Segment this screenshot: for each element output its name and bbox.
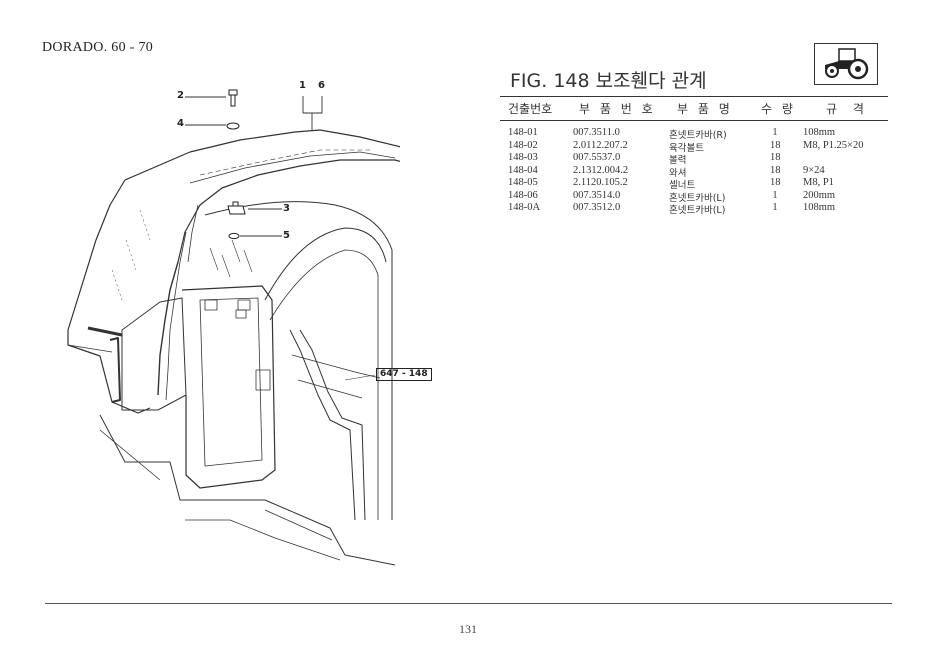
ref-cell: 148-05 [508, 177, 538, 188]
spec-cell: 108mm [803, 127, 836, 138]
figure-code-label: 647 - 148 [376, 368, 432, 381]
part-number-cell: 2.1120.105.2 [573, 177, 628, 188]
tractor-icon-graphic [825, 48, 869, 80]
table-header-rule [500, 120, 888, 121]
ref-cell: 148-02 [508, 139, 538, 151]
table-row: 148-06 007.3514.0 혼넷트카바(L) 1 200mm [500, 189, 888, 204]
column-header: 부 품 명 [677, 102, 733, 116]
tractor-icon [814, 43, 878, 85]
part-number-cell: 007.3514.0 [573, 189, 621, 201]
parts-table: 148-01 007.3511.0 혼넷트카바(R) 1 108mm 148-0… [500, 127, 888, 216]
ref-cell: 148-01 [508, 127, 538, 138]
part-number-cell: 2.0112.207.2 [573, 139, 628, 151]
table-row: 148-03 007.5537.0 볼력 18 [500, 152, 888, 166]
quantity-cell: 18 [770, 177, 781, 188]
table-row: 148-01 007.3511.0 혼넷트카바(R) 1 108mm [500, 127, 888, 141]
ref-cell: 148-04 [508, 164, 538, 176]
table-row: 148-02 2.0112.207.2 육각볼트 18 M8, P1.25×20 [500, 139, 888, 154]
table-header: 건출번호 부 품 번 호 부 품 명 수 량 규 격 [500, 100, 888, 118]
callout-3: 3 [283, 203, 290, 214]
part-number-cell: 2.1312.004.2 [573, 164, 629, 176]
part-name-cell: 혼넷트카바(L) [669, 192, 726, 204]
part-number-cell: 007.5537.0 [573, 152, 621, 163]
ref-cell: 148-06 [508, 189, 538, 201]
part-name-cell: 볼력 [669, 155, 687, 166]
footer-rule [45, 603, 892, 604]
callout-4: 4 [177, 118, 184, 129]
table-top-rule [500, 96, 888, 97]
quantity-cell: 1 [772, 202, 778, 213]
spec-cell: M8, P1 [803, 177, 834, 188]
column-header: 부 품 번 호 [579, 102, 656, 116]
callout-2: 2 [177, 90, 184, 101]
spec-cell: 200mm [803, 189, 836, 201]
exploded-view-drawing [67, 89, 400, 566]
part-name-cell: 혼넷트카바(R) [669, 130, 727, 141]
quantity-cell: 18 [770, 139, 781, 151]
spec-cell: 9×24 [803, 164, 825, 176]
spec-cell: M8, P1.25×20 [803, 139, 864, 151]
table-row: 148-05 2.1120.105.2 셀너트 18 M8, P1 [500, 177, 888, 191]
quantity-cell: 18 [770, 152, 781, 163]
part-name-cell: 혼넷트카바(L) [669, 205, 726, 216]
quantity-cell: 18 [770, 164, 781, 176]
column-header: 건출번호 [508, 102, 553, 116]
page-number: 131 [459, 622, 477, 636]
model-name: DORADO. 60 - 70 [42, 40, 154, 55]
column-header: 규 격 [826, 102, 870, 116]
quantity-cell: 1 [772, 189, 778, 201]
quantity-cell: 1 [772, 127, 778, 138]
table-row: 148-0A 007.3512.0 혼넷트카바(L) 1 108mm [500, 202, 888, 216]
callout-6: 6 [318, 80, 325, 91]
column-header: 수 량 [761, 102, 796, 116]
table-row: 148-04 2.1312.004.2 와셔 18 9×24 [500, 164, 888, 179]
part-name-cell: 셀너트 [669, 180, 696, 191]
part-name-cell: 육각볼트 [669, 142, 704, 154]
ref-cell: 148-03 [508, 152, 538, 163]
part-number-cell: 007.3512.0 [573, 202, 621, 213]
part-name-cell: 와셔 [669, 167, 687, 179]
callout-1: 1 [299, 80, 306, 91]
ref-cell: 148-0A [508, 202, 541, 213]
callout-5: 5 [283, 230, 290, 241]
figure-title: FIG. 148 보조휀다 관계 [510, 70, 707, 92]
spec-cell: 108mm [803, 202, 836, 213]
part-number-cell: 007.3511.0 [573, 127, 620, 138]
